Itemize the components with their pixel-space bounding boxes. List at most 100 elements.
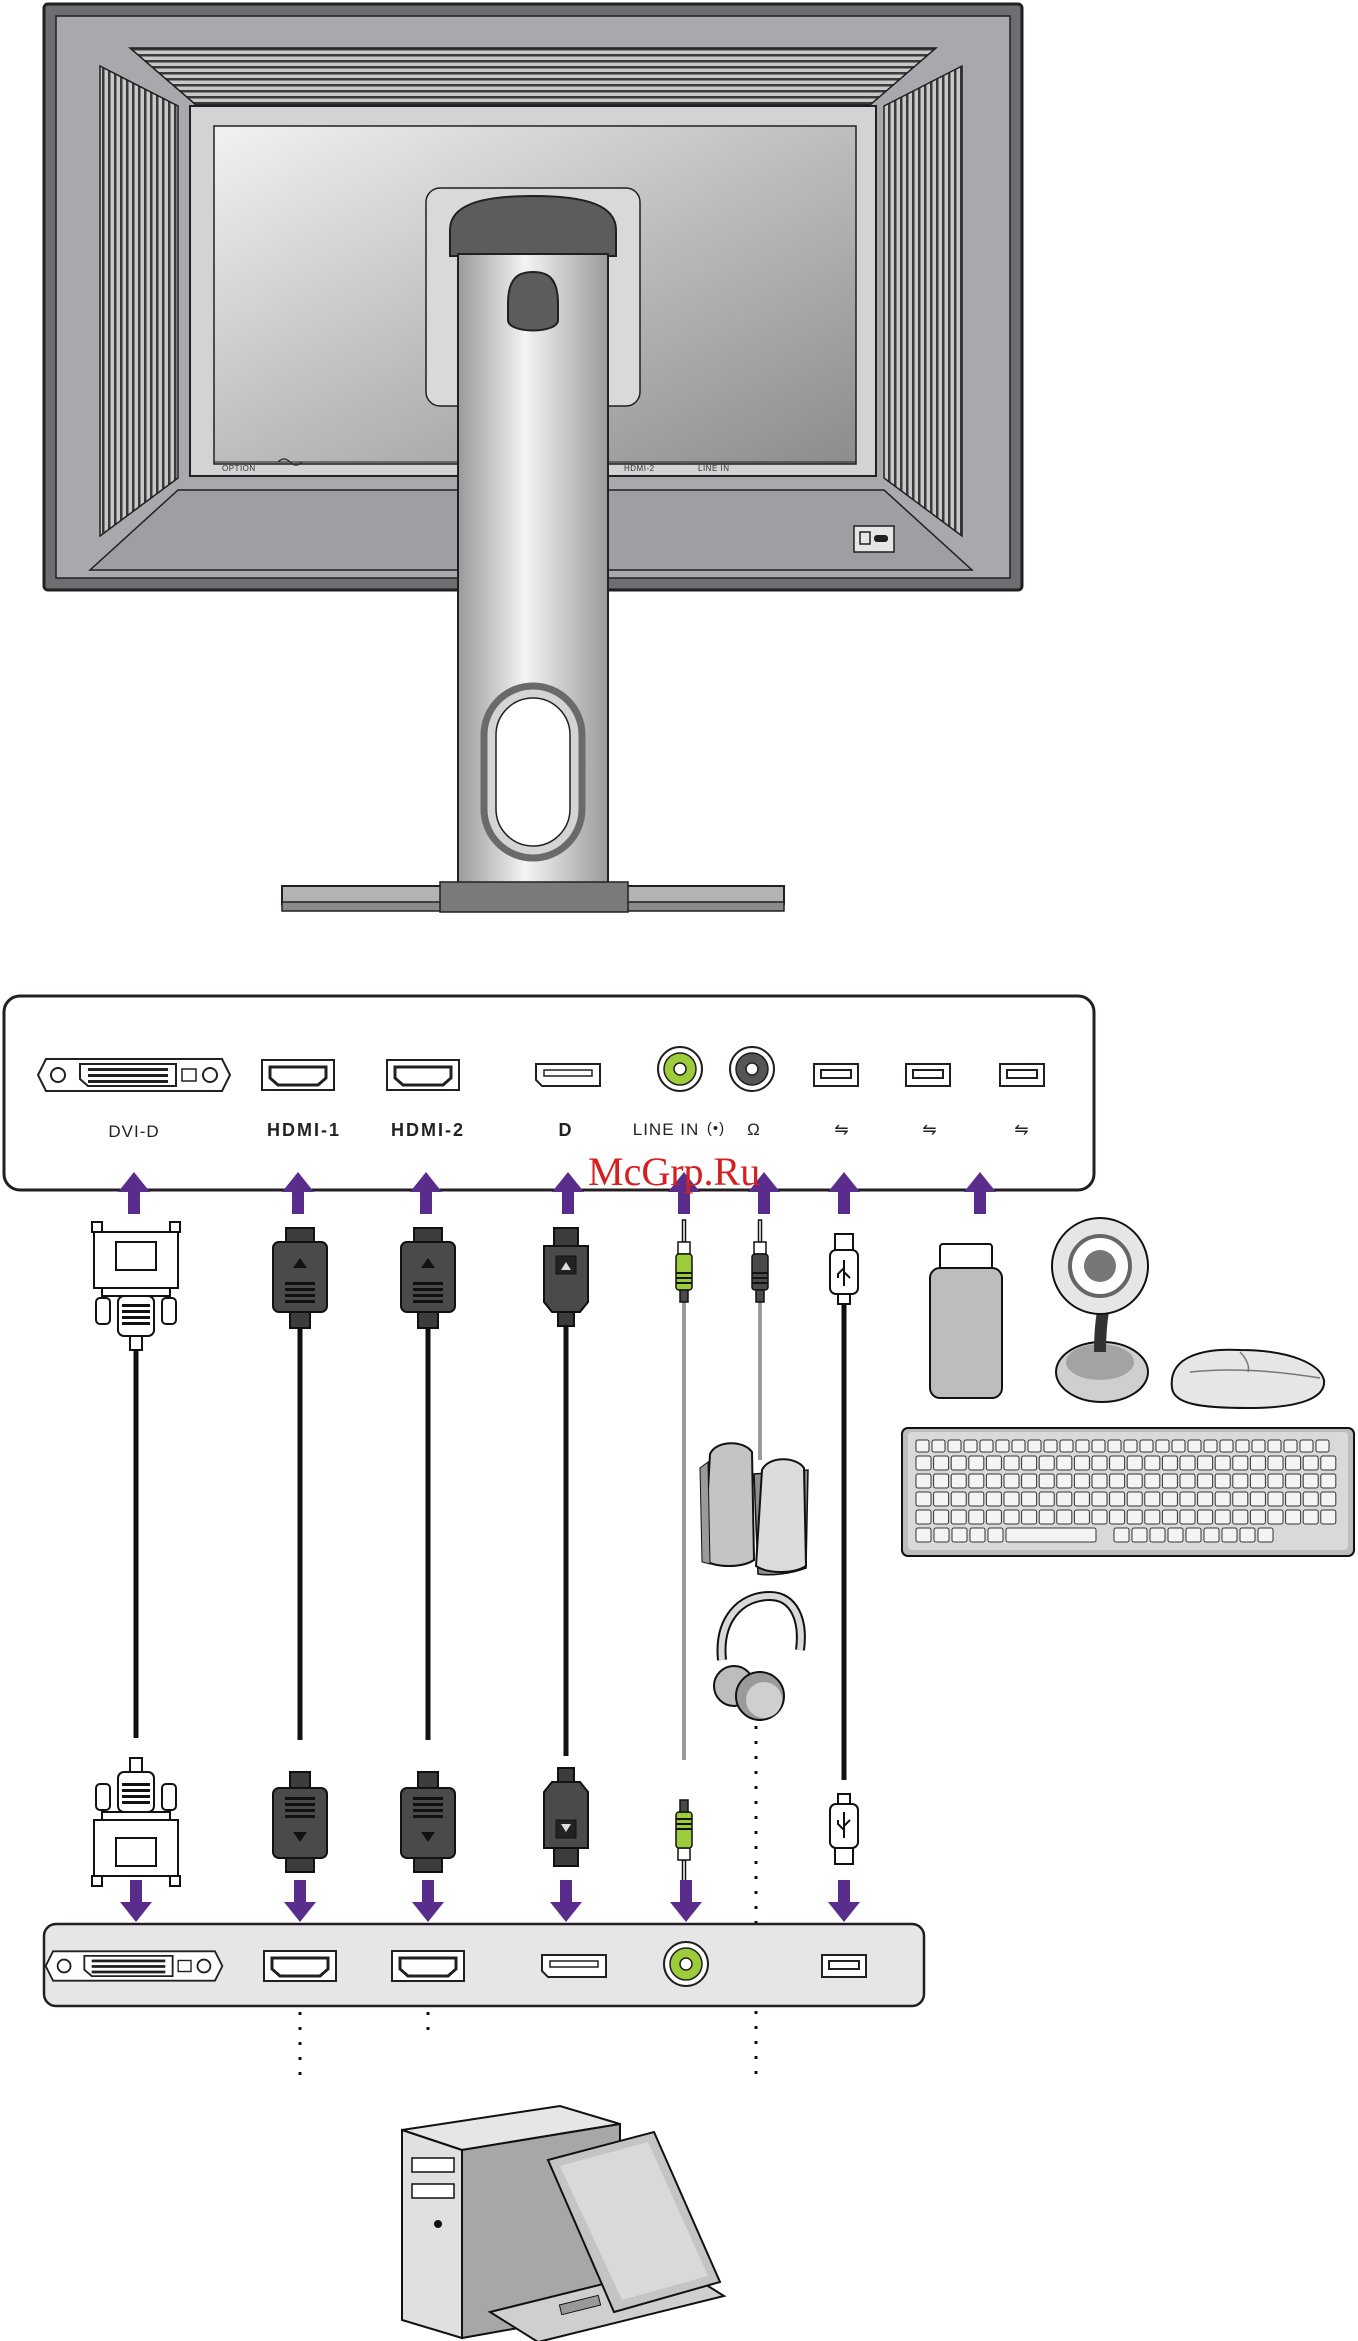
keyboard-key xyxy=(1303,1492,1318,1506)
keyboard-key xyxy=(1321,1492,1336,1506)
keyboard-key xyxy=(1204,1440,1217,1452)
keyboard-key xyxy=(1198,1456,1213,1470)
keyboard-key xyxy=(1060,1440,1073,1452)
keyboard-key xyxy=(1215,1474,1230,1488)
keyboard-key xyxy=(1215,1492,1230,1506)
pc-dvi-port xyxy=(46,1951,223,1980)
keyboard-key xyxy=(1076,1440,1089,1452)
keyboard-key xyxy=(952,1528,967,1542)
keyboard-key xyxy=(1150,1528,1165,1542)
keyboard-key xyxy=(1162,1474,1177,1488)
keyboard-key xyxy=(1127,1474,1142,1488)
keyboard-key xyxy=(1110,1474,1125,1488)
keyboard-key xyxy=(1162,1510,1177,1524)
keyboard-key xyxy=(916,1510,931,1524)
keyboard-key xyxy=(1012,1440,1025,1452)
keyboard-key xyxy=(1321,1456,1336,1470)
keyboard-key xyxy=(1268,1440,1281,1452)
keyboard-key xyxy=(1240,1528,1255,1542)
keyboard-key xyxy=(1074,1510,1089,1524)
label-displayport: D xyxy=(559,1120,574,1141)
keyboard-key xyxy=(1092,1510,1107,1524)
speaker-cable xyxy=(752,1220,768,1460)
keyboard-key xyxy=(1074,1456,1089,1470)
dotted-lines-pc xyxy=(300,2012,428,2076)
keyboard-key xyxy=(969,1474,984,1488)
keyboard-key xyxy=(1004,1456,1019,1470)
keyboard-key xyxy=(951,1456,966,1470)
keyboard-key xyxy=(1284,1440,1297,1452)
keyboard-key xyxy=(1180,1510,1195,1524)
keyboard-key xyxy=(1145,1510,1160,1524)
keyboard-key xyxy=(1180,1456,1195,1470)
line-in-cable xyxy=(676,1220,692,1882)
keyboard-key xyxy=(1215,1456,1230,1470)
keyboard-key xyxy=(1303,1510,1318,1524)
keyboard-key xyxy=(970,1528,985,1542)
keyboard-key xyxy=(996,1440,1009,1452)
keyboard-key xyxy=(1044,1440,1057,1452)
keyboard-key xyxy=(1022,1456,1037,1470)
keyboard-key xyxy=(1268,1474,1283,1488)
dvi-cable xyxy=(92,1222,180,1886)
keyboard-key xyxy=(1222,1528,1237,1542)
rear-label-option: OPTION xyxy=(222,464,256,473)
keyboard-key xyxy=(969,1456,984,1470)
keyboard-key xyxy=(986,1456,1001,1470)
keyboard-key xyxy=(1127,1456,1142,1470)
hdmi1-cable xyxy=(273,1228,327,1872)
keyboard-key xyxy=(1124,1440,1137,1452)
keyboard-key xyxy=(1303,1474,1318,1488)
keyboard-key xyxy=(1286,1456,1301,1470)
keyboard-key xyxy=(1039,1492,1054,1506)
keyboard-key xyxy=(1250,1456,1265,1470)
keyboard-key xyxy=(1236,1440,1249,1452)
keyboard-key xyxy=(1127,1492,1142,1506)
keyboard-key xyxy=(1162,1492,1177,1506)
computer-port-panel xyxy=(44,1924,924,2006)
keyboard-key xyxy=(1022,1492,1037,1506)
keyboard-key xyxy=(1039,1474,1054,1488)
keyboard-key xyxy=(1074,1492,1089,1506)
keyboard-key xyxy=(1198,1474,1213,1488)
keyboard-key xyxy=(1145,1456,1160,1470)
line-in-icon: (•) xyxy=(707,1120,725,1137)
keyboard-key xyxy=(1172,1440,1185,1452)
webcam xyxy=(1052,1218,1148,1402)
keyboard-key xyxy=(951,1474,966,1488)
keyboard-key xyxy=(1145,1474,1160,1488)
displayport-port xyxy=(536,1064,600,1086)
keyboard-key xyxy=(1268,1510,1283,1524)
keyboard-key xyxy=(948,1440,961,1452)
keyboard-key xyxy=(1258,1528,1273,1542)
keyboard-key xyxy=(1140,1440,1153,1452)
keyboard-key xyxy=(1186,1528,1201,1542)
keyboard-key xyxy=(1074,1474,1089,1488)
keyboard-key xyxy=(1108,1440,1121,1452)
keyboard-key xyxy=(1321,1510,1336,1524)
pc-hdmi2-port xyxy=(392,1951,464,1981)
keyboard-key xyxy=(1132,1528,1147,1542)
keyboard-key xyxy=(1233,1492,1248,1506)
pc-displayport-port xyxy=(542,1955,606,1977)
keyboard-key xyxy=(916,1456,931,1470)
keyboard-key xyxy=(934,1492,949,1506)
keyboard-key xyxy=(1057,1492,1072,1506)
monitor-port-panel xyxy=(4,996,1094,1190)
hdmi1-port xyxy=(262,1060,334,1090)
keyboard-key xyxy=(1110,1510,1125,1524)
keyboard-key xyxy=(1004,1492,1019,1506)
usb-flash-drive xyxy=(930,1244,1002,1398)
keyboard-key xyxy=(934,1456,949,1470)
keyboard-key xyxy=(1022,1474,1037,1488)
keyboard-key xyxy=(986,1492,1001,1506)
keyboard-key xyxy=(951,1492,966,1506)
watermark: McGrp.Ru xyxy=(588,1148,760,1195)
keyboard-key xyxy=(964,1440,977,1452)
usb-icon-1: ⇋ xyxy=(834,1120,849,1140)
keyboard-key xyxy=(1204,1528,1219,1542)
keyboard xyxy=(902,1428,1354,1556)
keyboard-key xyxy=(934,1474,949,1488)
mouse xyxy=(1172,1350,1324,1408)
hdmi2-cable xyxy=(401,1228,455,1872)
